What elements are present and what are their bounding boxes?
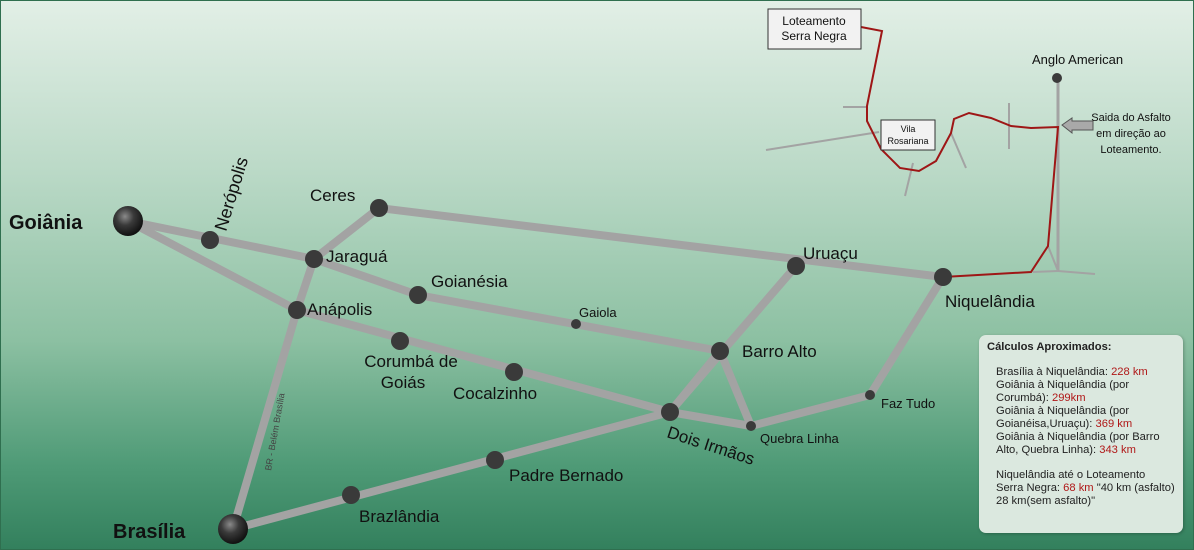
label-anglo-american: Anglo American (1032, 52, 1123, 67)
calculations-title: Cálculos Aproximados: (987, 341, 1112, 353)
node-corumba (391, 332, 409, 350)
road-goiania-anapolis (124, 217, 301, 314)
road-doisirmaos-quebralinha (666, 408, 755, 430)
road-doisirmaos-barroalto (666, 347, 724, 416)
calc-entry-value: 299km (1051, 392, 1086, 404)
label-ceres: Ceres (310, 186, 355, 205)
calc-entry-text: Goiânia à Niquelândia (por Goianéisa,Uru… (996, 405, 1130, 430)
label-brazlandia: Brazlândia (359, 507, 440, 526)
road-jaragua-goianesia (310, 255, 422, 299)
loteamento-label-line1: Loteamento (782, 14, 846, 28)
loteamento-label-line2: Serra Negra (781, 29, 847, 43)
node-doisirmaos (661, 403, 679, 421)
calc-entry: Brasília à Niquelândia: 228 km (996, 366, 1175, 379)
label-barroalto: Barro Alto (742, 342, 817, 361)
node-brasilia (218, 514, 248, 544)
node-goiania (113, 206, 143, 236)
label-jaragua: Jaraguá (326, 247, 388, 266)
node-jaragua (305, 250, 323, 268)
label-doisirmaos: Dois Irmãos (665, 423, 757, 469)
exit-note-line2: em direção ao (1096, 128, 1166, 140)
label-corumba-line2: Goiás (381, 373, 425, 392)
node-neropolis (201, 231, 219, 249)
node-niquelandia (934, 268, 952, 286)
label-anapolis: Anápolis (307, 300, 372, 319)
node-padrebernado (486, 451, 504, 469)
label-cocalzinho: Cocalzinho (453, 384, 537, 403)
road-ceres-niquelandia (375, 204, 947, 281)
loteamento-box: Loteamento Serra Negra (767, 8, 862, 50)
node-barroalto (711, 342, 729, 360)
main-roads (124, 204, 947, 533)
label-goianesia: Goianésia (431, 272, 508, 291)
label-brasilia: Brasília (113, 521, 186, 543)
label-goiania: Goiânia (9, 212, 83, 234)
calc-loteamento-note: Niquelândia até o Loteamento Serra Negra… (996, 469, 1175, 508)
vila-rosariana-box: Vila Rosariana (880, 119, 936, 151)
node-gaiola (571, 319, 581, 329)
calc-entry-text: Goiânia à Niquelândia (por Corumbá): (996, 379, 1130, 404)
dirt-road-to-loteamento (860, 26, 1060, 278)
calculations-panel: Cálculos Aproximados: Brasília à Niquelâ… (979, 335, 1183, 533)
exit-arrow-icon (1061, 117, 1094, 135)
road-goiania-jaragua (124, 217, 318, 263)
calc-note-value: 68 km (1063, 482, 1094, 494)
vila-rosariana-line1: Vila (901, 124, 916, 134)
calc-entry-value: 369 km (1095, 418, 1133, 430)
label-corumba-line1: Corumbá de (364, 352, 458, 371)
road-jaragua-ceres (310, 204, 383, 263)
nodes (201, 73, 1062, 504)
label-niquelandia: Niquelândia (945, 292, 1035, 311)
node-brazlandia (342, 486, 360, 504)
exit-note-line1: Saida do Asfalto (1091, 112, 1171, 124)
road-goianesia-barroalto (414, 291, 724, 355)
calc-entry-value: 228 km (1111, 366, 1148, 378)
label-quebralinha: Quebra Linha (760, 431, 840, 446)
label-padrebernado: Padre Bernado (509, 466, 623, 485)
exit-note-line3: Loteamento. (1100, 144, 1161, 156)
calc-note-text: Niquelândia até o Loteamento Serra Negra… (996, 469, 1146, 494)
node-quebralinha (746, 421, 756, 431)
calc-entry-value: 343 km (1099, 444, 1136, 456)
node-cocalzinho (505, 363, 523, 381)
node-anglo (1052, 73, 1062, 83)
node-ceres (370, 199, 388, 217)
calc-entry-text: Brasília à Niquelândia: (996, 366, 1112, 378)
calc-note-suffix: "40 km (asfalto) 28 km(sem asfalto)" (996, 482, 1175, 507)
calc-entry: Goiânia à Niquelândia (por Barro Alto, Q… (996, 431, 1175, 457)
node-anapolis (288, 301, 306, 319)
road-faztudo-niquelandia (866, 273, 947, 399)
local-roads (765, 79, 1096, 275)
node-goianesia (409, 286, 427, 304)
road-anapolis-brasilia (229, 306, 301, 533)
label-neropolis: Nerópolis (211, 155, 252, 234)
road-quebralinha-faztudo (747, 391, 874, 430)
label-faztudo: Faz Tudo (881, 396, 935, 411)
label-uruacu: Uruaçu (803, 244, 858, 263)
calc-entry: Goiânia à Niquelândia (por Goianéisa,Uru… (996, 405, 1175, 431)
vila-rosariana-line2: Rosariana (887, 136, 928, 146)
calc-entry: Goiânia à Niquelândia (por Corumbá): 299… (996, 379, 1175, 405)
road-anapolis-doisirmaos (293, 306, 674, 416)
calc-entry-text: Goiânia à Niquelândia (por Barro Alto, Q… (996, 431, 1160, 456)
label-gaiola: Gaiola (579, 305, 617, 320)
road-barroalto-quebralinha (716, 347, 755, 430)
node-uruacu (787, 257, 805, 275)
node-faztudo (865, 390, 875, 400)
road-doisirmaos-brasilia (229, 408, 674, 533)
